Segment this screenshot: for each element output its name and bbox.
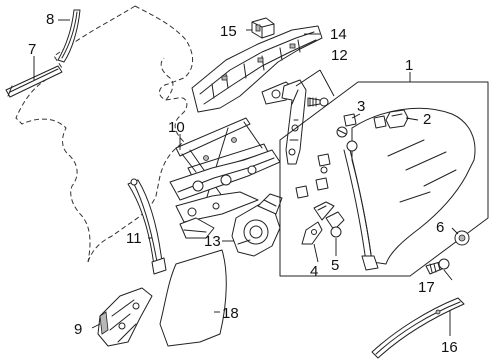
- part-4-bracket: [301, 201, 335, 245]
- part-17-bolt: [425, 258, 450, 275]
- part-6-grommet: [454, 230, 470, 246]
- callout-15: 15: [220, 23, 237, 40]
- part-15-clip: [251, 17, 275, 39]
- part-3-stopper: [336, 113, 387, 152]
- callout-10: 10: [168, 119, 185, 136]
- part-7-belt-molding: [5, 65, 63, 98]
- part-2-guide-cap: [385, 109, 409, 129]
- callout-4: 4: [310, 263, 318, 280]
- callout-9: 9: [74, 321, 82, 338]
- part-8-glass-run-channel: [57, 9, 81, 63]
- callout-13: 13: [204, 233, 221, 250]
- callout-16: 16: [441, 339, 458, 356]
- part-12-bracket: [281, 79, 307, 165]
- part-11-guide-rail: [127, 178, 167, 275]
- callout-12: 12: [331, 47, 348, 64]
- callout-11: 11: [126, 230, 142, 247]
- callout-labels: 1 2 3 4 5 6 7 8 9 10 11 12 13 14 15 16 1…: [28, 11, 458, 356]
- callout-1: 1: [405, 57, 413, 74]
- part-16-outer-strip: [371, 297, 465, 359]
- door-panel-outline: [15, 5, 193, 263]
- part-10-window-regulator: [169, 117, 281, 239]
- part-12-bolt: [307, 97, 329, 107]
- leader-lines: [33, 19, 459, 336]
- callout-18: 18: [222, 305, 239, 322]
- part-5-clip: [325, 211, 345, 238]
- callout-17: 17: [418, 279, 435, 296]
- retainer-clips: [295, 153, 331, 199]
- callout-2: 2: [423, 111, 431, 128]
- callout-6: 6: [436, 219, 444, 236]
- callout-5: 5: [331, 257, 339, 274]
- part-1-assembly-frame: [279, 81, 489, 277]
- window-glass: [343, 107, 476, 271]
- part-13-motor: [231, 193, 283, 257]
- callout-8: 8: [46, 11, 54, 28]
- callout-14: 14: [330, 26, 347, 43]
- callout-3: 3: [357, 98, 365, 115]
- callout-7: 7: [28, 41, 36, 58]
- part-9-lower-bracket: [97, 287, 153, 347]
- part-18-insulator: [159, 249, 227, 347]
